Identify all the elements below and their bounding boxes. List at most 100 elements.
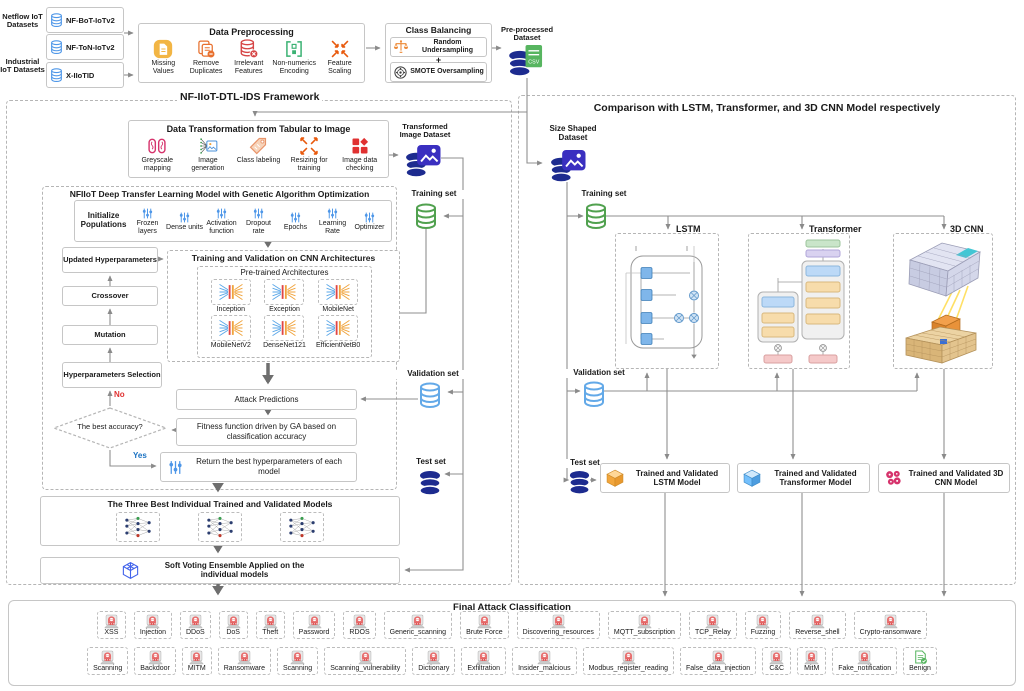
nn-icon-frame: [264, 314, 305, 341]
neural-network-icon: [218, 282, 244, 302]
smote-oversampling-box: SMOTE Oversampling: [390, 62, 487, 83]
expand-arrows-icon: [299, 136, 319, 156]
comparison-validation-db-icon: [582, 381, 606, 407]
attack-class-label: XSS: [104, 629, 119, 636]
attack-class-label: Modbus_register_reading: [588, 665, 668, 672]
nn-icon-frame: [264, 278, 305, 305]
database-icon: [50, 40, 63, 54]
attack-class-chip: Reverse_shell: [789, 611, 846, 640]
attack-class-label: Backdoor: [140, 665, 170, 672]
attack-class-chip: Scanning: [277, 647, 319, 676]
attack-class-chip: MITM: [181, 647, 212, 676]
step-label: Feature Scaling: [327, 60, 352, 75]
class-balancing-box: Class Balancing Random Undersampling + S…: [385, 23, 492, 83]
data-preprocessing-box: Data Preprocessing Missing Values Remove…: [138, 23, 365, 83]
preprocessed-dataset-icon: [506, 43, 547, 78]
database-icon: [50, 68, 63, 82]
ga-title: NFIIoT Deep Transfer Learning Model with…: [69, 189, 370, 199]
blue-cube-icon: [742, 468, 762, 488]
transformed-dataset-label: Transformed Image Dataset: [399, 122, 451, 140]
attack-class-chip: C&C: [762, 647, 792, 676]
attack-icon: [550, 614, 567, 629]
neural-network-icon: [205, 515, 235, 539]
slider-icon: [363, 211, 376, 224]
hyperparam-label: Optimizer: [354, 223, 385, 231]
attack-class-label: MitM: [804, 665, 820, 672]
attack-class-label: TCP_Relay: [694, 629, 731, 636]
architecture-item: Inception: [210, 278, 251, 313]
image-generation-icon: [198, 136, 218, 156]
attack-class-chip: XSS: [96, 611, 126, 640]
step-label: Resizing for training: [290, 157, 328, 172]
class-balancing-title: Class Balancing: [405, 25, 472, 35]
attack-class-label: DDoS: [185, 629, 205, 636]
hyperparam-item: Dropout rate: [240, 207, 277, 235]
preprocessed-dataset-label: Pre-processed Dataset: [500, 25, 554, 43]
attack-class-chip: RDOS: [343, 611, 376, 640]
architecture-label: MobileNet: [322, 305, 354, 313]
three-best-title: The Three Best Individual Trained and Va…: [107, 499, 333, 509]
transformation-title: Data Transformation from Tabular to Imag…: [166, 124, 351, 134]
attack-class-label: Scanning_vulnerability: [330, 665, 401, 672]
attack-icon: [144, 614, 161, 629]
neural-network-icon: [325, 282, 351, 302]
return-best-label: Return the best hyperparameters of each …: [196, 457, 342, 476]
attack-class-label: Reverse_shell: [795, 629, 840, 636]
attack-class-label: Generic_scanning: [389, 629, 447, 636]
attack-class-chip: Crypto-ransomware: [853, 611, 928, 640]
attack-class-label: False_data_injection: [685, 665, 751, 672]
comparison-test-set-label: Test set: [558, 458, 612, 468]
remove-duplicates-icon: [196, 39, 216, 59]
attack-class-chip: Brute Force: [460, 611, 509, 640]
attack-icon: [306, 614, 323, 629]
trained-3dcnn-box: Trained and Validated 3D CNN Model: [878, 463, 1010, 493]
attack-icon: [103, 614, 120, 629]
initialize-populations-label: Initialize Populations: [80, 211, 127, 229]
step-label: Non-numerics Encoding: [272, 60, 316, 75]
neural-network-icon: [287, 515, 317, 539]
plus-sign: +: [435, 54, 442, 65]
attack-class-chip: Scanning: [87, 647, 129, 676]
best-model-icon-frame: [116, 511, 160, 542]
attack-class-label: Dictionary: [418, 665, 450, 672]
architecture-label: Inception: [216, 305, 246, 313]
attack-icon: [809, 614, 826, 629]
initialize-populations-box: Initialize Populations Frozen layers Den…: [74, 200, 392, 242]
nn-icon-frame: [318, 278, 359, 305]
attack-class-label: Crypto-ransomware: [859, 629, 922, 636]
step-label: Missing Values: [151, 60, 176, 75]
step-remove-duplicates: Remove Duplicates: [185, 39, 228, 75]
size-shaped-dataset-label: Size Shaped Dataset: [538, 124, 608, 143]
soft-voting-box: Soft Voting Ensemble Applied on the indi…: [40, 557, 400, 584]
test-set-label: Test set: [404, 457, 458, 467]
attack-icon: [236, 650, 253, 665]
cnn3d-diagram-box: [893, 233, 993, 369]
hyperparam-item: Epochs: [277, 211, 314, 231]
attack-class-label: Exfiltration: [467, 665, 501, 672]
attack-icon: [476, 614, 493, 629]
training-set-db-icon: [414, 203, 438, 229]
step-irrelevant-features: Irrelevant Features: [227, 39, 270, 75]
attack-icon: [620, 650, 637, 665]
attack-icon: [225, 614, 242, 629]
attack-class-chip: Dictionary: [412, 647, 456, 676]
step-label: Class labeling: [236, 157, 281, 165]
slider-icon: [215, 207, 228, 220]
architecture-item: EfficientNetB0: [316, 314, 360, 349]
step-label: Greyscale mapping: [141, 157, 174, 172]
attack-class-chip: Ransomware: [217, 647, 271, 676]
slider-icon: [178, 211, 191, 224]
comparison-panel: [518, 95, 1016, 585]
trained-lstm-label: Trained and Validated LSTM Model: [635, 468, 719, 487]
step-label: Remove Duplicates: [189, 60, 223, 75]
orange-cube-icon: [605, 468, 625, 488]
attack-icon: [147, 650, 164, 665]
cnn-training-title: Training and Validation on CNN Architect…: [191, 253, 376, 263]
benign-class-label: Benign: [909, 665, 931, 672]
attack-class-chip: Backdoor: [134, 647, 176, 676]
pretrained-architectures-box: Pre-trained Architectures Inception Exce…: [197, 266, 372, 358]
attack-class-chip: Generic_scanning: [383, 611, 453, 640]
hyperparam-item: Learning Rate: [314, 207, 351, 235]
attack-icon: [425, 650, 442, 665]
attack-icon: [351, 614, 368, 629]
